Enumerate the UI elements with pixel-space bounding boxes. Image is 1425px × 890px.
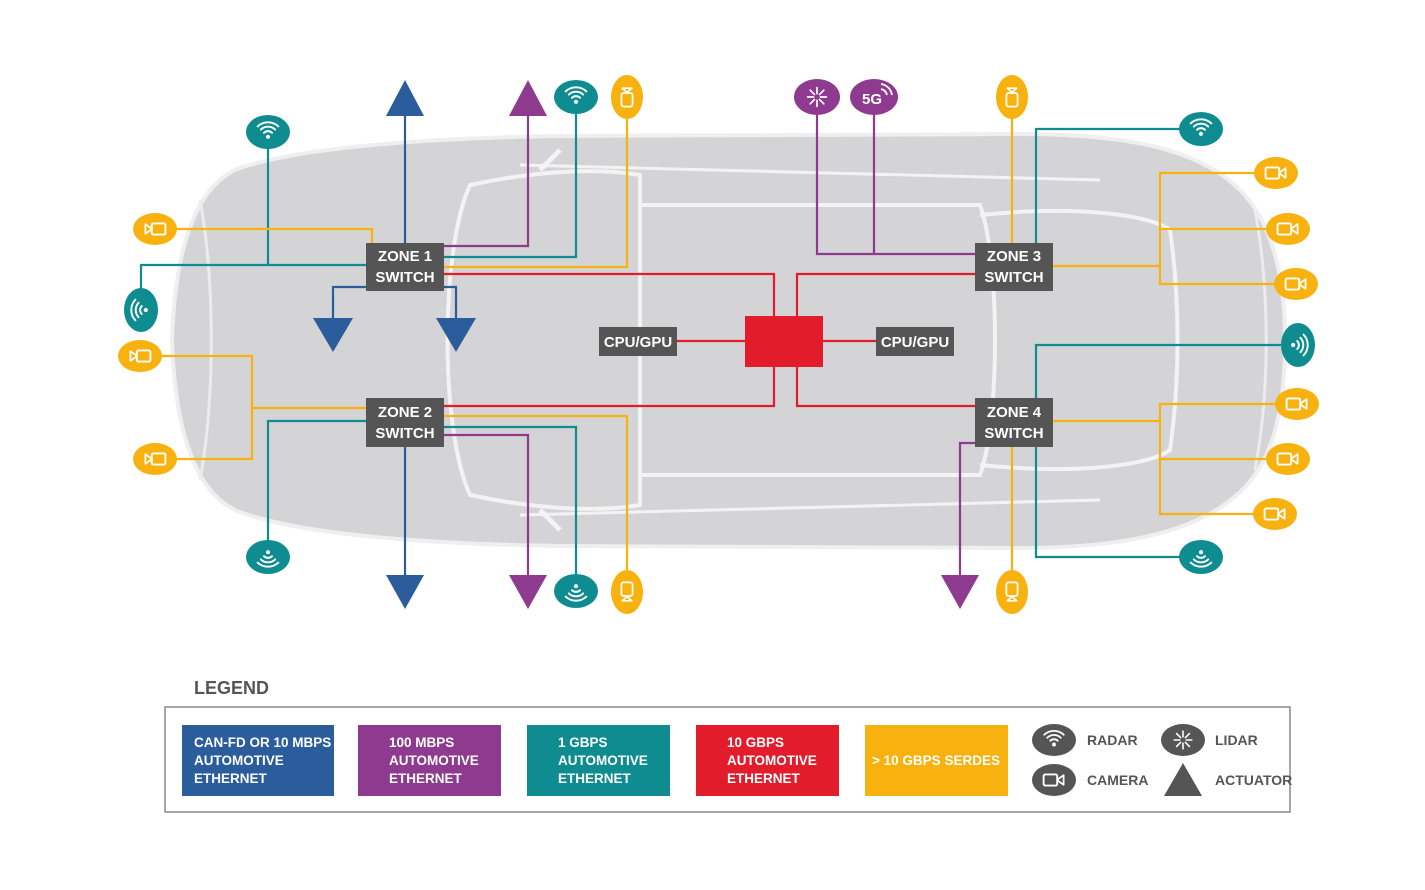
legend-lidar-label: LIDAR — [1215, 732, 1258, 748]
zone3-switch: ZONE 3 SWITCH — [975, 243, 1053, 291]
legend-10gbps-line2: AUTOMOTIVE — [727, 753, 817, 768]
actuator-arrows — [313, 80, 979, 609]
legend-10gbps-line1: 10 GBPS — [727, 735, 784, 750]
actuator-icon — [313, 318, 353, 352]
legend-10gbps-line3: ETHERNET — [727, 771, 801, 786]
actuator-icon — [386, 575, 424, 609]
radar-icon — [554, 574, 598, 608]
actuator-icon — [436, 318, 476, 352]
cpu-right-label: CPU/GPU — [881, 334, 949, 351]
fiveg-node: 5G — [850, 79, 898, 115]
serdes-device-icon — [611, 75, 643, 119]
lidar-node — [794, 79, 840, 115]
link-10gbps — [444, 272, 975, 408]
radar-icon — [246, 540, 290, 574]
actuator-icon — [941, 575, 979, 609]
legend-can-line3: ETHERNET — [194, 771, 268, 786]
legend-1gbps-line3: ETHERNET — [558, 771, 632, 786]
zone4-switch: ZONE 4 SWITCH — [975, 398, 1053, 447]
legend-1gbps-line2: AUTOMOTIVE — [558, 753, 648, 768]
serdes-device-icon — [996, 75, 1028, 119]
legend-100mbps-line3: ETHERNET — [389, 771, 463, 786]
fiveg-label: 5G — [862, 91, 882, 108]
legend-actuator-label: ACTUATOR — [1215, 772, 1292, 788]
link-serdes — [160, 116, 1280, 574]
zone1-line2: SWITCH — [375, 269, 434, 286]
legend-can-line2: AUTOMOTIVE — [194, 753, 284, 768]
cpu-left-label: CPU/GPU — [604, 334, 672, 351]
radar-icon — [124, 288, 158, 332]
legend-1gbps-line1: 1 GBPS — [558, 735, 608, 750]
legend-100mbps-line1: 100 MBPS — [389, 735, 454, 750]
actuator-icon — [1164, 763, 1202, 796]
cpu-right: CPU/GPU — [876, 327, 954, 356]
legend-radar-label: RADAR — [1087, 732, 1138, 748]
radar-icon — [1179, 112, 1223, 146]
central-compute — [745, 316, 823, 367]
zone1-switch: ZONE 1 SWITCH — [366, 243, 444, 291]
legend: LEGEND CAN-FD OR 10 MBPS AUTOMOTIVE ETHE… — [164, 678, 1292, 813]
camera-icon — [118, 340, 162, 372]
zone2-switch: ZONE 2 SWITCH — [366, 398, 444, 447]
serdes-device-icon — [611, 570, 643, 614]
legend-camera: CAMERA — [1032, 764, 1148, 796]
actuator-icon — [509, 575, 547, 609]
actuator-icon — [509, 80, 547, 116]
camera-icon — [1274, 268, 1318, 300]
legend-can-line1: CAN-FD OR 10 MBPS — [194, 735, 331, 750]
camera-icon — [133, 213, 177, 245]
radar-icon — [1281, 323, 1315, 367]
camera-icon — [133, 443, 177, 475]
radar-icon — [1032, 724, 1076, 756]
legend-10gbps: 10 GBPS AUTOMOTIVE ETHERNET — [696, 725, 839, 796]
radar-icon — [554, 80, 598, 114]
camera-icon — [1266, 443, 1310, 475]
zone1-line1: ZONE 1 — [378, 248, 432, 265]
legend-radar: RADAR — [1032, 724, 1138, 756]
zone3-line1: ZONE 3 — [987, 248, 1041, 265]
camera-icon — [1266, 213, 1310, 245]
fiveg-icon — [850, 79, 898, 115]
camera-icon — [1032, 764, 1076, 796]
legend-can: CAN-FD OR 10 MBPS AUTOMOTIVE ETHERNET — [182, 725, 334, 796]
radar-nodes — [124, 80, 1315, 608]
link-1gbps — [139, 114, 1282, 575]
serdes-device-icon — [996, 570, 1028, 614]
zone4-line2: SWITCH — [984, 425, 1043, 442]
legend-serdes: > 10 GBPS SERDES — [865, 725, 1008, 796]
camera-icon — [1275, 388, 1319, 420]
lidar-icon — [1161, 724, 1205, 756]
camera-icon — [1254, 157, 1298, 189]
legend-actuator: ACTUATOR — [1164, 763, 1292, 796]
zone2-line2: SWITCH — [375, 425, 434, 442]
zone4-line1: ZONE 4 — [987, 404, 1042, 421]
legend-title: LEGEND — [194, 678, 269, 698]
zone2-line1: ZONE 2 — [378, 404, 432, 421]
cpu-left: CPU/GPU — [599, 327, 677, 356]
link-100mbps — [444, 112, 975, 578]
serdes-nodes — [611, 75, 1028, 614]
camera-nodes — [118, 157, 1319, 530]
legend-1gbps: 1 GBPS AUTOMOTIVE ETHERNET — [527, 725, 670, 796]
lidar-icon — [794, 79, 840, 115]
zone3-line2: SWITCH — [984, 269, 1043, 286]
legend-lidar: LIDAR — [1161, 724, 1258, 756]
camera-icon — [1253, 498, 1297, 530]
legend-100mbps: 100 MBPS AUTOMOTIVE ETHERNET — [358, 725, 501, 796]
legend-camera-label: CAMERA — [1087, 772, 1148, 788]
legend-100mbps-line2: AUTOMOTIVE — [389, 753, 479, 768]
radar-icon — [1179, 540, 1223, 574]
radar-icon — [246, 115, 290, 149]
link-can — [331, 110, 458, 580]
actuator-icon — [386, 80, 424, 116]
legend-serdes-line1: > 10 GBPS SERDES — [872, 753, 1000, 768]
